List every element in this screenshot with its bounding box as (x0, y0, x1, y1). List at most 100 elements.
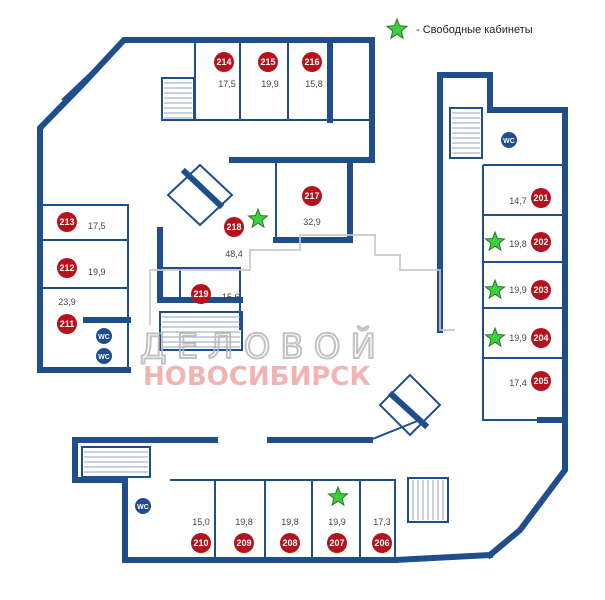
room-number: 219 (193, 289, 208, 299)
watermark: ДЕЛОВОЙ НОВОСИБИРСК (139, 234, 455, 392)
room-number: 212 (59, 263, 74, 273)
room-area: 15,0 (192, 517, 210, 527)
room-number: 210 (193, 538, 208, 548)
room-badge (302, 52, 322, 72)
room-213: 213 17,5 (57, 212, 106, 232)
room-210: 210 15,0 (191, 517, 211, 553)
room-badge (531, 232, 551, 252)
wc-badge: WC (96, 328, 112, 344)
wc-badges: WC WC WC WC (96, 132, 517, 514)
room-202: 202 19,8 (484, 230, 551, 252)
room-205: 205 17,4 (509, 371, 551, 391)
room-badge (191, 533, 211, 553)
room-badge (258, 52, 278, 72)
room-212: 212 19,9 (57, 258, 106, 278)
room-214: 214 17,5 (214, 52, 236, 89)
room-badge (191, 284, 211, 304)
room-number: 217 (304, 191, 319, 201)
room-badge (372, 533, 392, 553)
room-number: 208 (282, 538, 297, 548)
legend-label: - Свободные кабинеты (416, 24, 533, 36)
room-208: 208 19,8 (280, 517, 300, 553)
room-area: 19,9 (261, 79, 279, 89)
room-badge (327, 533, 347, 553)
room-area: 23,9 (58, 297, 76, 307)
room-area: 19,9 (328, 517, 346, 527)
room-number: 218 (226, 222, 241, 232)
room-203: 203 19,9 (484, 278, 551, 300)
room-area: 17,5 (218, 79, 236, 89)
room-215: 215 19,9 (258, 52, 279, 89)
wc-badge: WC (96, 348, 112, 364)
room-number: 216 (304, 57, 319, 67)
free-office-star-icon (247, 207, 269, 229)
room-209: 209 19,8 (234, 517, 254, 553)
room-number: 203 (533, 285, 548, 295)
legend-star-icon (385, 17, 409, 40)
room-number: 215 (260, 57, 275, 67)
room-area: 17,4 (509, 378, 527, 388)
svg-text:WC: WC (137, 504, 149, 511)
room-area: 19,9 (509, 333, 527, 343)
watermark-line2: НОВОСИБИРСК (143, 362, 371, 392)
room-badge (214, 52, 234, 72)
wc-badge: WC (501, 132, 517, 148)
room-area: 17,3 (373, 517, 391, 527)
room-number: 204 (533, 333, 548, 343)
room-204: 204 19,9 (484, 326, 551, 348)
svg-text:WC: WC (503, 138, 515, 145)
watermark-line1: ДЕЛОВОЙ (140, 326, 386, 367)
room-number: 201 (533, 193, 548, 203)
room-211: 211 23,9 (57, 297, 77, 334)
free-office-star-icon (484, 230, 506, 252)
room-badge (57, 258, 77, 278)
svg-text:WC: WC (98, 334, 110, 341)
walls (37, 37, 568, 564)
room-badge (302, 186, 322, 206)
room-201: 201 14,7 (509, 188, 551, 208)
room-number: 209 (236, 538, 251, 548)
room-area: 15,8 (305, 79, 323, 89)
room-area: 19,9 (88, 267, 106, 277)
room-216: 216 15,8 (302, 52, 323, 89)
room-219: 219 15,6 (191, 284, 240, 304)
room-area: 19,8 (281, 517, 299, 527)
room-number: 213 (59, 217, 74, 227)
room-area: 19,8 (509, 239, 527, 249)
wc-badge: WC (135, 498, 151, 514)
svg-text:WC: WC (98, 354, 110, 361)
room-number: 206 (374, 538, 389, 548)
room-badge (57, 212, 77, 232)
free-office-star-icon (484, 326, 506, 348)
room-badge (531, 328, 551, 348)
room-number: 211 (60, 319, 75, 329)
room-number: 214 (216, 57, 231, 67)
room-badge (280, 533, 300, 553)
room-area: 48,4 (225, 249, 243, 259)
room-badge (531, 188, 551, 208)
room-badge (57, 314, 77, 334)
room-badge (234, 533, 254, 553)
room-area: 19,9 (509, 285, 527, 295)
room-218: 218 48,4 (224, 207, 269, 259)
room-number: 207 (329, 538, 344, 548)
room-badge (224, 217, 244, 237)
room-206: 206 17,3 (372, 517, 392, 553)
free-office-star-icon (327, 485, 349, 507)
stair-treads (84, 82, 480, 520)
room-207: 207 19,9 (327, 485, 349, 553)
free-office-star-icon (484, 278, 506, 300)
room-area: 19,8 (235, 517, 253, 527)
legend: - Свободные кабинеты (385, 17, 533, 40)
room-number: 202 (533, 237, 548, 247)
room-badge (531, 371, 551, 391)
room-badge (531, 280, 551, 300)
room-number: 205 (533, 376, 548, 386)
room-area: 15,6 (222, 292, 240, 302)
room-area: 17,5 (88, 221, 106, 231)
room-area: 14,7 (509, 196, 527, 206)
